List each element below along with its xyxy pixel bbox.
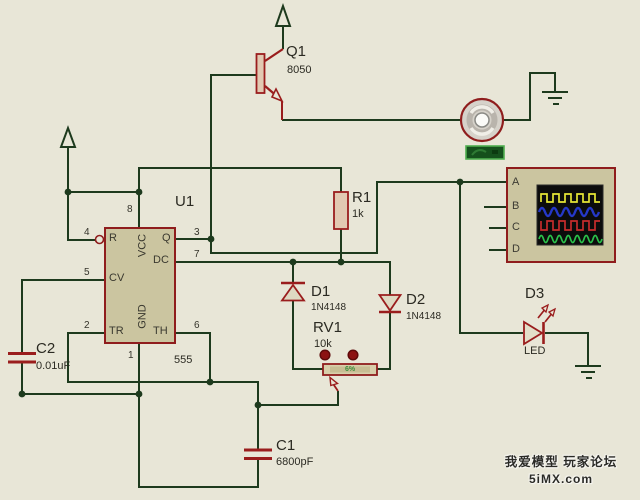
- pin-name-vcc: VCC: [136, 233, 149, 258]
- motor-rpm-badge: [465, 145, 505, 160]
- pin-name-output: Q: [162, 232, 171, 244]
- wire-motor-to-ground: [503, 72, 556, 121]
- label-q1-ref: Q1: [286, 43, 307, 60]
- wire-vcc-left-net: [67, 146, 95, 241]
- wire-led-branch: [459, 182, 589, 366]
- scope-trace-c: [540, 220, 600, 231]
- potentiometer-rv1[interactable]: [322, 363, 378, 392]
- wire-discharge-net: [175, 261, 391, 370]
- scope-trace-a: [540, 193, 600, 203]
- wire-d1-branch: [292, 262, 323, 370]
- pin-name-control: CV: [109, 272, 125, 284]
- scope-channel-b: B: [512, 200, 520, 212]
- ground-symbol-motor: [542, 90, 568, 106]
- label-q1-value: 8050: [287, 64, 312, 76]
- label-r1-ref: R1: [352, 189, 372, 206]
- pin-number-5: 5: [84, 267, 90, 278]
- label-u1-value: 555: [174, 354, 193, 366]
- pin-number-1: 1: [128, 350, 134, 361]
- wire-output-net: [175, 74, 507, 254]
- label-d2-ref: D2: [406, 291, 426, 308]
- pin-number-3: 3: [194, 227, 200, 238]
- label-d2-value: 1N4148: [406, 311, 442, 322]
- reset-pin-bubble: [94, 234, 105, 245]
- label-rv1-setting: 6%: [344, 366, 356, 373]
- label-c1-value: 6800pF: [276, 456, 314, 468]
- label-c2-ref: C2: [36, 340, 56, 357]
- scope-trace-b: [537, 206, 601, 218]
- label-d1-value: 1N4148: [311, 302, 347, 313]
- pin-number-8: 8: [127, 204, 133, 215]
- watermark: 我爱模型 玩家论坛 5iMX.com: [498, 451, 624, 486]
- led-d3[interactable]: [523, 303, 557, 346]
- pot-increase-button[interactable]: [347, 349, 359, 361]
- diode-d1[interactable]: [280, 281, 306, 302]
- wire-gnd-c1: [138, 343, 259, 488]
- pin-number-2: 2: [84, 320, 90, 331]
- pin-name-trigger: TR: [109, 325, 124, 337]
- label-d3-value: LED: [524, 345, 546, 357]
- motor[interactable]: [459, 97, 505, 143]
- label-c2-value: 0.01uF: [36, 360, 71, 372]
- scope-channel-a: A: [512, 176, 520, 188]
- label-u1-ref: U1: [175, 193, 195, 210]
- pin-number-4: 4: [84, 227, 90, 238]
- capacitor-c2[interactable]: [8, 352, 36, 364]
- watermark-line2: 5iMX.com: [528, 472, 593, 486]
- power-arrow-top: [274, 2, 292, 27]
- wire-trigger: [67, 332, 210, 383]
- wire-threshold: [175, 332, 211, 382]
- pin-name-discharge: DC: [153, 254, 169, 266]
- label-c1-ref: C1: [276, 437, 296, 454]
- watermark-line1: 我爱模型 玩家论坛: [504, 455, 618, 469]
- pot-decrease-button[interactable]: [319, 349, 331, 361]
- wire-th-to-wiper: [210, 381, 339, 406]
- pin-number-6: 6: [194, 320, 200, 331]
- label-d1-ref: D1: [311, 283, 331, 300]
- power-arrow-left: [59, 125, 77, 148]
- transistor-q1[interactable]: [255, 48, 284, 120]
- label-d3-ref: D3: [525, 285, 545, 302]
- chip-u1-555[interactable]: [94, 227, 176, 344]
- scope-trace-d: [538, 234, 603, 244]
- diode-d2[interactable]: [377, 294, 403, 314]
- label-rv1-ref: RV1: [313, 319, 342, 336]
- oscilloscope[interactable]: [506, 167, 616, 263]
- pin-name-reset: R: [109, 232, 117, 244]
- ground-symbol-led: [575, 364, 601, 380]
- pin-number-7: 7: [194, 249, 200, 260]
- pin-name-gnd: GND: [136, 304, 149, 329]
- junction-dots: [18, 178, 464, 409]
- scope-channel-c: C: [512, 221, 520, 233]
- capacitor-c1[interactable]: [244, 448, 272, 460]
- label-r1-value: 1k: [352, 208, 364, 220]
- label-rv1-value: 10k: [314, 338, 332, 350]
- scope-channel-d: D: [512, 243, 520, 255]
- pin-name-threshold: TH: [153, 325, 168, 337]
- resistor-r1[interactable]: [333, 191, 349, 230]
- wire-vcc-branch: [68, 167, 342, 228]
